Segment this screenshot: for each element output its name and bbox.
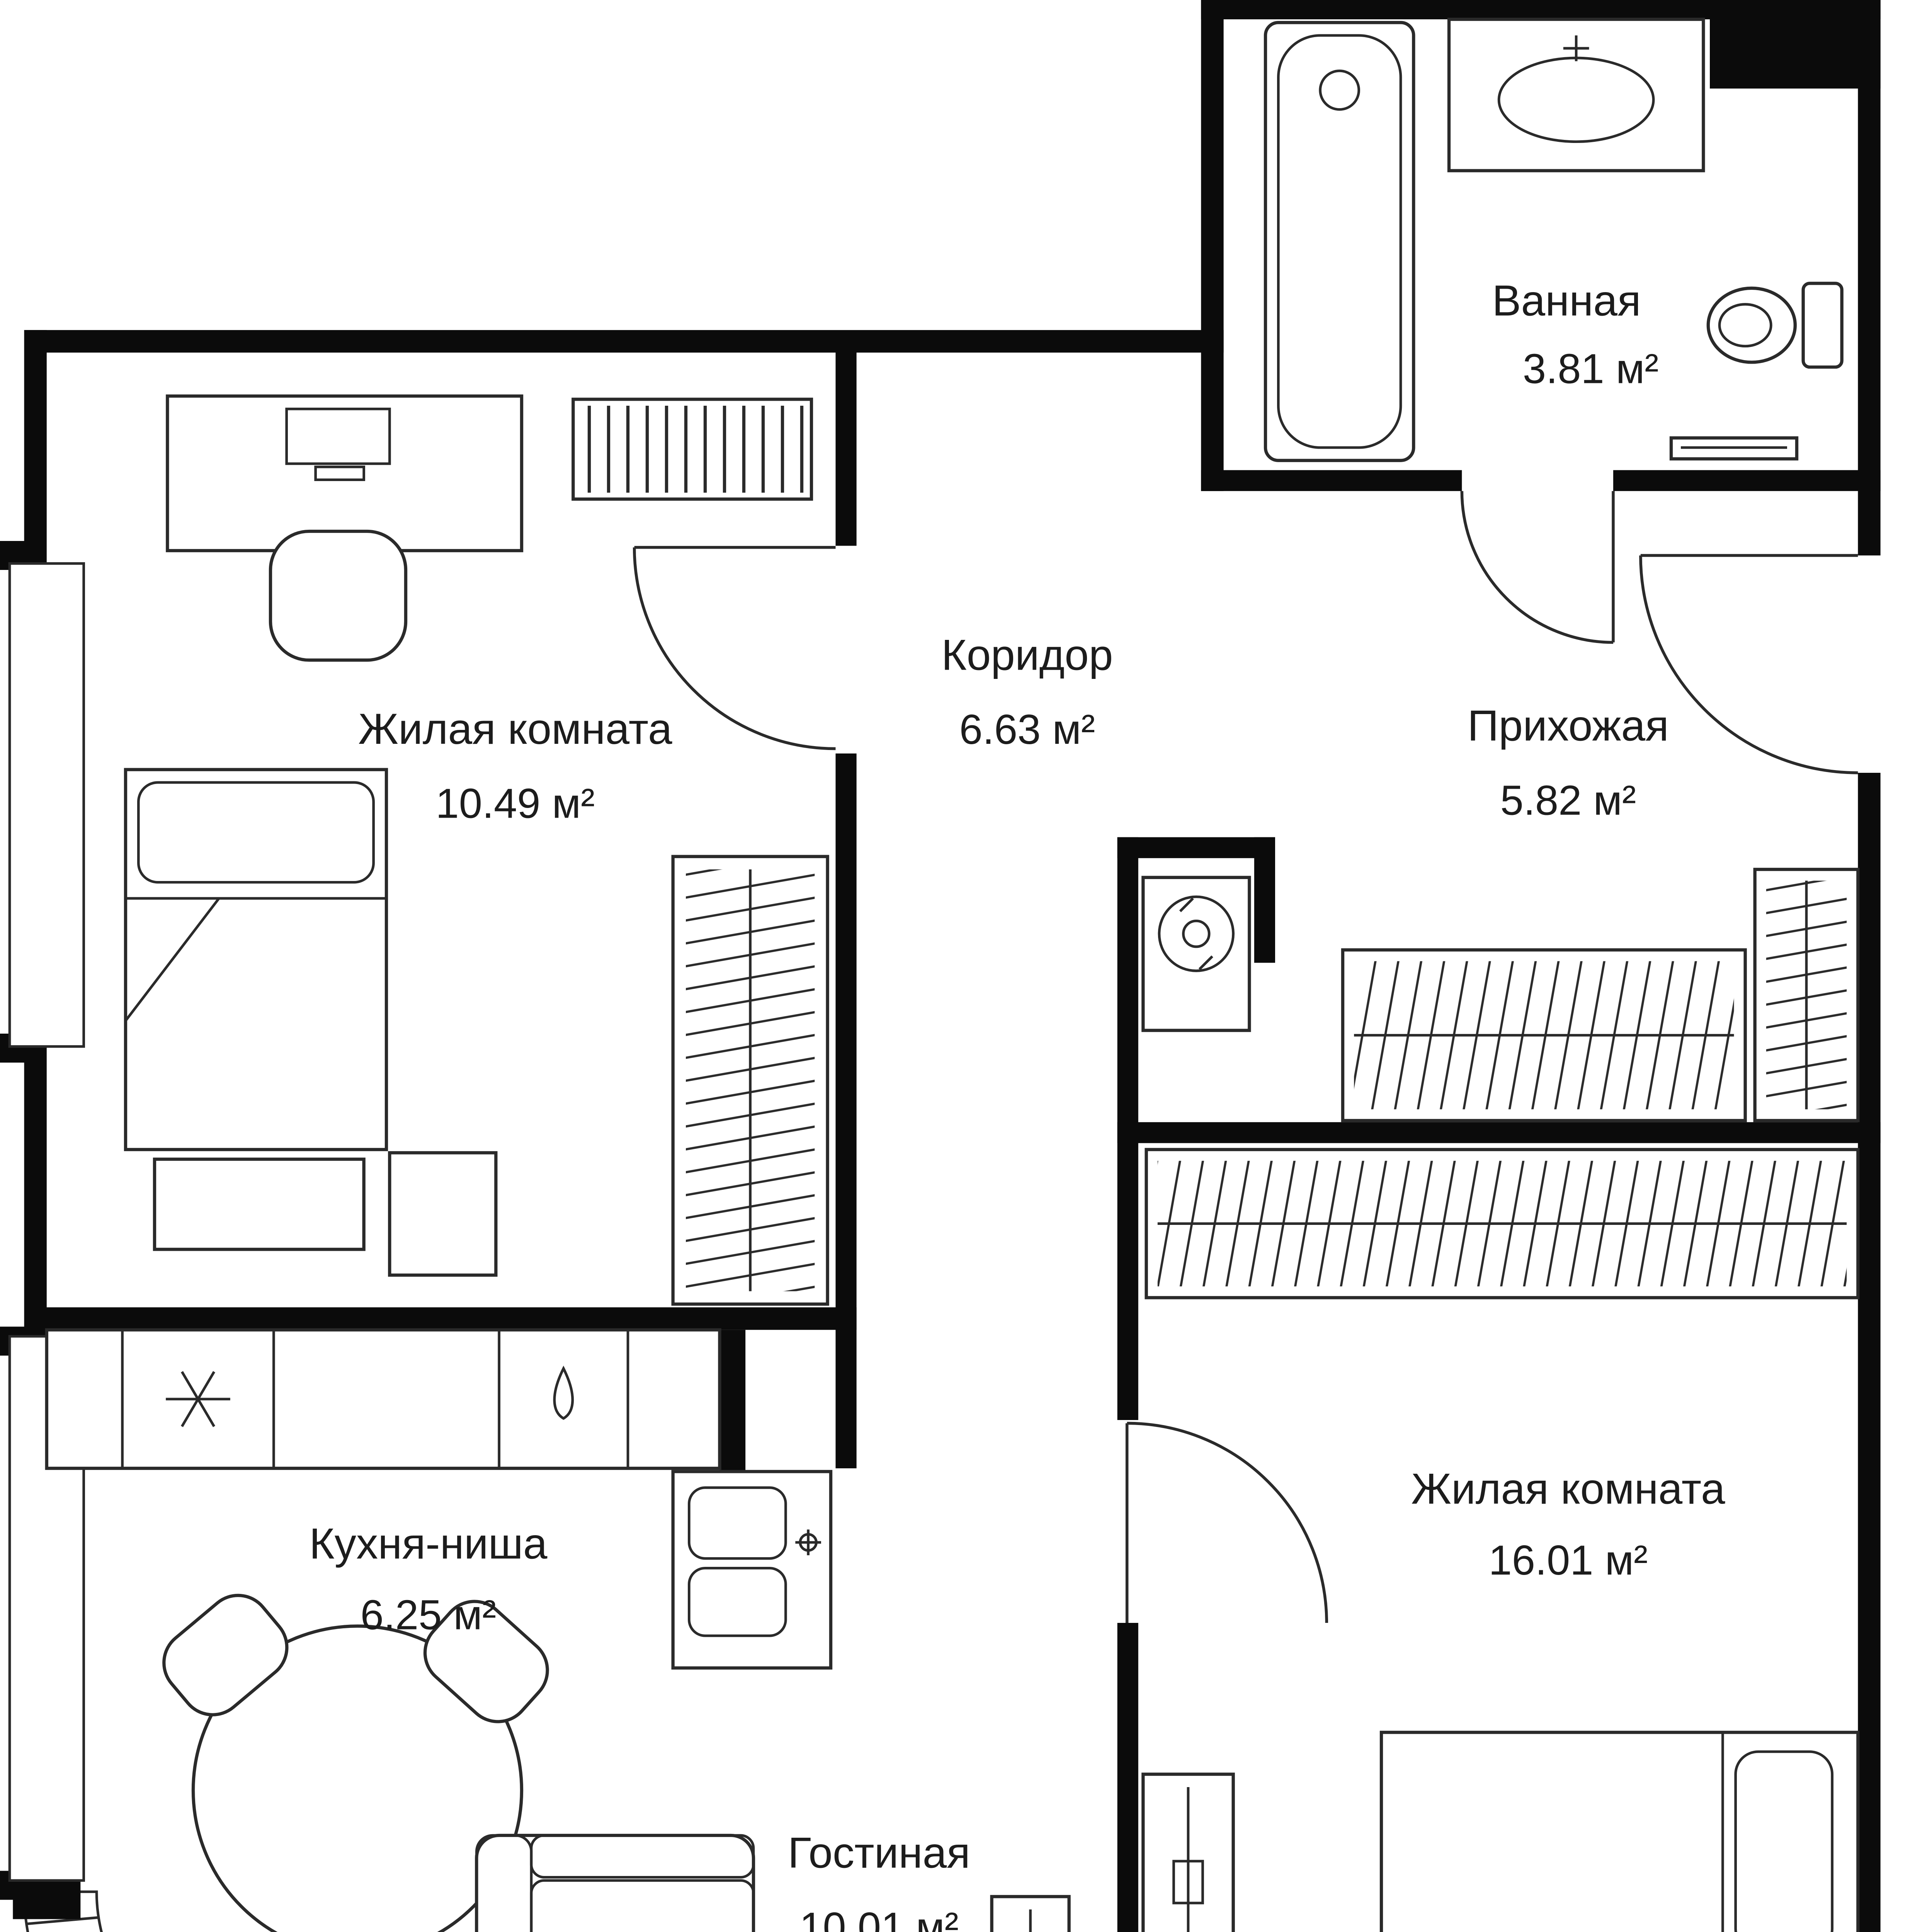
wardrobe-small-icon <box>671 855 829 1306</box>
room-label-bedroom-big-area: 16.01 м² <box>1488 1537 1648 1583</box>
towel-rail-icon <box>1669 436 1799 461</box>
shelf-rack-icon <box>571 398 813 501</box>
hallway-furniture <box>1141 867 1860 1122</box>
room-label-bathroom-name: Ванная <box>1492 276 1641 325</box>
bedroom-small-furniture <box>124 394 829 1306</box>
dining-table-icon <box>162 1594 549 1932</box>
tv-console-living-icon <box>990 1895 1071 1932</box>
room-label-living-name: Гостиная <box>788 1828 970 1877</box>
room-label-bedroom-small-name: Жилая комната <box>358 704 672 753</box>
wardrobe-entry-icon <box>1753 867 1860 1122</box>
living-furniture <box>475 1833 1071 1932</box>
room-label-hallway-name: Прихожая <box>1468 701 1669 750</box>
kitchen-furniture <box>45 1328 833 1932</box>
room-labels: Ванная 3.81 м² Жилая комната 10.49 м² Ко… <box>309 276 1725 1932</box>
bathroom-door-arc <box>1460 491 1615 644</box>
toilet-icon <box>1706 282 1844 369</box>
closet-hangers-icon <box>1341 948 1747 1122</box>
room-label-bedroom-big-name: Жилая комната <box>1411 1464 1725 1513</box>
room-door-arc <box>633 546 836 750</box>
bedroom-big-furniture <box>1141 1148 1860 1932</box>
bedroom-door-arc <box>1125 1422 1328 1623</box>
wardrobe-big-icon <box>1145 1148 1860 1299</box>
single-bed-icon <box>124 768 388 1151</box>
room-label-corridor-name: Коридор <box>941 630 1113 679</box>
water-drop-icon <box>553 1366 574 1420</box>
chair-icon <box>162 1594 289 1716</box>
doors <box>633 491 1858 1623</box>
double-bed-icon <box>1379 1731 1860 1932</box>
sink-icon <box>1447 17 1705 172</box>
entrance-door-arc <box>1639 554 1858 774</box>
washing-machine-icon <box>1141 876 1251 1032</box>
room-label-bathroom-area: 3.81 м² <box>1523 345 1659 392</box>
tv-console-bedroom-icon <box>1141 1772 1235 1932</box>
kitchen-counter <box>45 1328 721 1470</box>
bedside-cabinet-icon <box>388 1151 498 1277</box>
window-left-1 <box>8 562 85 1048</box>
room-label-hallway-area: 5.82 м² <box>1500 777 1636 823</box>
chair-icon <box>423 1600 549 1723</box>
room-label-living-area: 10.01 м² <box>799 1904 959 1932</box>
sofa-icon <box>475 1833 755 1932</box>
bathtub-icon <box>1264 21 1415 462</box>
bed-bench-icon <box>153 1157 366 1251</box>
walls <box>0 0 1881 1932</box>
stove-icon <box>166 1371 230 1427</box>
room-label-corridor-area: 6.63 м² <box>959 706 1095 753</box>
kitchen-sink-icon <box>671 1470 833 1670</box>
room-label-bedroom-small-area: 10.49 м² <box>435 780 595 827</box>
room-label-kitchen-name: Кухня-ниша <box>309 1519 548 1568</box>
desk-icon <box>166 394 524 553</box>
bathroom-fixtures <box>1264 17 1844 462</box>
desk-chair-icon <box>269 529 408 662</box>
room-label-kitchen-area: 6.25 м² <box>361 1592 496 1638</box>
windows <box>8 562 85 1882</box>
